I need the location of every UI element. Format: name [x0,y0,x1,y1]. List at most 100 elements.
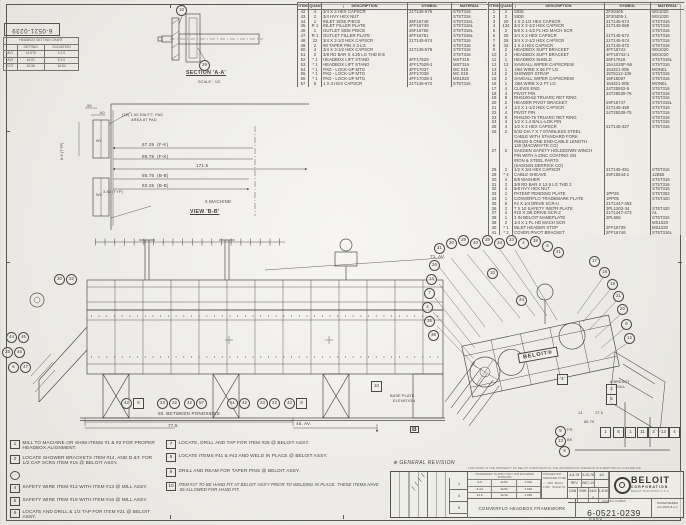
drawing-label: SECTION 'A-A' [186,70,227,76]
balloon-callout: 4 [518,238,529,249]
drawing-label: AREA AT PAD [131,118,157,122]
balloon-callout: 51 [227,398,238,409]
zone-tick [6,131,10,132]
drawing-title: CONVERFLO HEADBOX FRAMEWORK [467,498,576,518]
parts-row: 6 25 3/4 X 2 HEX CAPSCR 21T145-572 ST5T3… [488,33,684,39]
balloon-callout: 1 [557,374,568,385]
parts-row: 40 * 1 INLET HEADER STOP 2FF16739 MS1020 [488,225,684,231]
drawing-label: 8.5 (TYP) [60,142,64,160]
note-text: DRILL AND REAM FOR TAPER PINS @ BELOIT A… [178,468,300,473]
zone-tick [170,515,171,519]
supersedes-caption: SUPERSEDES [656,501,679,505]
balloon-callout: 13 [658,427,669,438]
tolerance-row: 0-6 ±1/64 ±.010 [468,479,541,486]
parts-row: 56 * 1 PAD - LOCK-UP MTG 4FF17038-1 MS10… [297,77,487,82]
drawing-label: 87.25 (F-K) [142,142,169,147]
zone-tick [6,262,10,263]
drawing-label: 13 [578,411,583,415]
parts-row: 32 4 5/8 HVY HEX NUT ST5T316 [488,187,684,193]
note-text: ITEM #17 TO BE HAND FIT AT BELOIT ASS'Y … [178,482,379,493]
balloon-callout: 10 [176,5,187,16]
parts-row: 19 8 RH5100-62 TRUARC RET RING ST5T316 [488,96,684,102]
parts-row: 50 4 3/4 X 3-1/2 HEX CAPSCR 21T145-578 S… [297,48,487,54]
balloon-callout: 19 [607,279,618,290]
parts-row: 27 2 SASGEN SAFETY HOLDDOWN WINCH PIN WI… [488,149,684,169]
col-material: MATERIAL [650,2,684,10]
parts-row: 35 8 #4 X 1/4 DRIVE SCR-U 21T1447-453 [488,201,684,207]
balloon-callout: 20 [617,304,628,315]
drawing-label: 85.75 (F-K) [142,154,169,159]
section-aa-drawing [157,13,263,63]
balloon-callout: 7 [424,288,435,299]
balloon-callout: 22 [169,398,180,409]
note-text: SAFETY WIRE ITEM #12 WITH ITEM #13 @ MIL… [22,484,148,489]
balloon-callout: 18 [599,267,610,278]
property-note: THIS PRINT IS THE PROPERTY OF BELOIT COR… [468,466,642,470]
drawing-label: BASE PLATE [390,394,415,398]
note-text: LOCATE, DRILL AND TAP FOR ITEM #25 @ BEL… [178,440,310,445]
zone-tick [678,262,682,263]
parts-row: 34 1 CONVERFLO TRADEMARK PLATE 1PP05 ST5… [488,197,684,202]
balloon-callout: 45 [18,332,29,343]
drawing-label: ¢ BREAST [610,380,630,384]
balloon-callout: 1 [600,427,611,438]
parts-row: 36 2 7 X 10 SAFETY INSTR PLATE 3PL1202-3… [488,206,684,212]
drawing-number: 6-0521-0239 [587,508,641,518]
parts-row: 48 22 3/4 X 2-1/2 HEX CAPSCR 21T145-574 … [297,38,487,44]
balloon-callout: 32 [66,274,77,285]
drawing-label: ELEVATION [393,399,416,403]
balloon-callout: 44 [6,332,17,343]
drawing-number-caption: DRAWING NUMBER [602,500,626,503]
balloon-callout: 26 [429,260,440,271]
col-material: MATERIAL [451,2,487,10]
balloon-callout: 5 [613,427,624,438]
drawing-label: 85.75 (B-B) [142,173,169,178]
parts-list-mid-body: 42 4 3/4 X 3 HEX CAPSCR 21T145-576 ST5T3… [297,9,487,87]
note: 9 DRILL AND REAM FOR TAPER PINS @ BELOIT… [166,468,386,477]
parts-row: 1 2 SIDE 2F20405 WS1020 [488,9,684,15]
parts-row: 8 42 1 X 2 HEX CAPSCR 21T145-672 ST5T316 [488,43,684,49]
drawing-label: 171.5 [196,163,209,168]
drawing-label: 17.5 [595,411,603,415]
balloon-callout: 30 [446,238,457,249]
parts-row: 47 R 1 OUTLET FILLER PLATE 4FF16751 ST5T… [297,33,487,39]
beloit-logo: BELOIT CORPORATION BELOIT WISCONSIN U.S.… [609,472,684,498]
balloon-callout: 29 [199,60,210,71]
balloon-callout: 42 [121,398,132,409]
balloon-callout: 8 [296,398,307,409]
parts-row: 41 * 2 COVER PIVOT BRACKET 2FF16746 ST5T… [488,230,684,235]
drawing-label: 66.75 [584,420,595,424]
parts-row: 44 1 INLET SIDE PIECE 26F16749 ST5T316L [297,19,487,25]
drawing-label: 71. AV. [430,254,446,259]
balloon-callout: 10 [487,268,498,279]
drawing-label: 80. BETWEEN PONDSIDES [158,411,220,416]
note: · [10,471,160,480]
parts-row: 4 134 3/4 X 2-1/2 HEX CAPSCR 21T145-569 … [488,24,684,30]
tolerance-block: TOLERANCES TO APPLY ONLY FOR MACHINED SU… [467,472,541,499]
finish-note: FINISHES NOT SPECIFIED TO BE ✓ · DEC. MA… [543,473,566,490]
parts-row: 46 1 OUTLET SIDE PIECE 26F16750 ST5T316L [297,29,487,34]
parts-row: 10 2 HEADBOX SUPT BRACKET 4FF18742-1 WS1… [488,53,684,58]
balloon-callout: 31 [434,243,445,254]
balloon-callout: 8 [133,398,144,409]
tolerance-header: TOLERANCES TO APPLY ONLY FOR MACHINED SU… [475,473,534,479]
parts-row: 23 8 RH5100-75 TRUARC RET RING ST5T316 [488,115,684,121]
note-text: SAFETY WIRE ITEM #15 WITH ITEM #16 @ MIL… [22,497,148,502]
note-number: 10 [166,482,176,491]
parts-list-right-body: 1 2 SIDE 2F20405 WS1020 2 2 SIDE 2F20405… [488,9,684,235]
balloon-callout: 36 [428,330,439,341]
parts-row: 26 2 5/32 DIA 7 X 7 STAINLESS STEEL CABL… [488,129,684,150]
note: 6 LOCATE AND DRILL & 1/2 TAP FOR ITEM #2… [10,509,160,520]
parts-row: 38 1 3 IN BELOIT NAMEPLATE 2PL656 ST5T31… [488,216,684,222]
balloon-callout: 1 [625,427,636,438]
balloon-callout: 21 [613,291,624,302]
parts-row: 15 2 SAVEALL WIPER CAPSCREW 16F15097 ST5… [488,77,684,82]
note: 7 LOCATE, DRILL AND TAP FOR ITEM #25 @ B… [166,440,386,449]
drawing-label: ROLL [615,385,626,389]
balloon-callout: 42 [184,398,195,409]
parts-row: 20 2 HEADER PIVOT BRACKET 29F16747 ST5T3… [488,101,684,106]
balloon-callout: 17 [589,256,600,267]
general-revision-note: ⊛ GENERAL REVISION [393,460,455,466]
parts-row: 13 1 .064 WIRE X 56 FT LG 154321-005 MON… [488,67,684,73]
